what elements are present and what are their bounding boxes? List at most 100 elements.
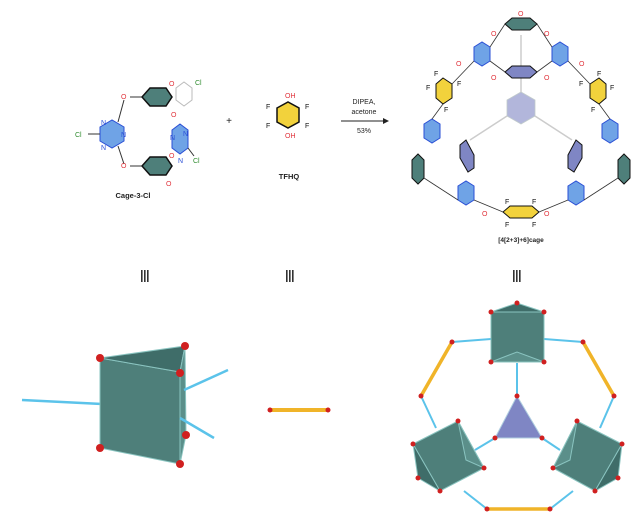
plus-sign: + [226,116,232,127]
connector-rod [420,395,437,429]
prism-model [21,342,229,468]
equivalence-middle [286,270,294,282]
triazine-ring [567,180,585,206]
atom-n: N [183,131,188,138]
benzene-ring-top [504,17,538,31]
atom-o: O [518,11,524,18]
atom-f: F [266,123,270,130]
triazine-ring-back [175,81,193,107]
atom-f: F [532,199,536,206]
atom-o: O [171,112,177,119]
equivalence-right [513,270,521,282]
benzene-ring [617,153,631,185]
product-cage-structure: O O O O O O O F F F F F F F F [411,11,631,229]
atom-o: O [544,211,550,218]
tfhq-ring-left [435,77,453,105]
triazine-ring-left [99,119,125,149]
hydroxyl-bottom: OH [285,133,296,140]
tfhq-structure: OH OH F F F F [266,93,309,140]
benzene-ring-top [140,87,173,107]
atom-f: F [266,104,270,111]
triazine-ring [457,180,475,206]
atom-cl: Cl [75,132,82,139]
atom-f: F [591,107,595,114]
condition-base: DIPEA, [353,99,376,106]
connector-rod [543,338,584,343]
atom-n: N [101,145,106,152]
product-label: [4[2+3]+6]cage [498,237,544,244]
vertex-node [182,431,190,439]
atom-f: F [426,85,430,92]
atom-o: O [544,31,550,38]
triazine-ring [551,41,569,67]
cage-3-cl-label: Cage-3-Cl [115,191,150,200]
vertex-node [96,354,104,362]
atom-f: F [444,107,448,114]
connector-rod [463,490,488,510]
benzene-ring-bottom [140,156,173,176]
connector-rod [183,368,229,392]
benzene-ring-inner [459,139,475,173]
vertex-nodes [410,300,625,512]
equivalence-left [141,270,149,282]
vertex-node [267,407,273,413]
atom-o: O [121,94,127,101]
benzene-ring-inner [567,139,583,173]
connector-rod [21,398,103,406]
atom-f: F [305,104,309,111]
benzene-ring [411,153,425,185]
atom-cl: Cl [195,80,202,87]
vertex-node [176,460,184,468]
atom-f: F [505,222,509,229]
central-ring [506,91,536,125]
connector-rod [541,437,561,451]
atom-n: N [101,120,106,127]
condition-solvent: acetone [352,109,377,116]
atom-o: O [579,61,585,68]
atom-f: F [305,123,309,130]
atom-f: F [610,85,614,92]
prism-front-face [99,357,181,465]
linker-rod [581,341,616,397]
atom-f: F [579,81,583,88]
atom-f: F [457,81,461,88]
atom-o: O [544,75,550,82]
cage-model [410,300,625,512]
vertex-node [96,444,104,452]
atom-o: O [169,81,175,88]
reaction-yield: 53% [357,128,371,135]
connector-rod [599,395,615,429]
atom-o: O [169,153,175,160]
connector-rod [179,416,215,440]
cage-3-cl-structure: N N N Cl O O O O O O Cl N N N Cl [75,80,202,188]
atom-f: F [434,71,438,78]
triazine-ring [423,118,441,144]
atom-o: O [166,181,172,188]
triazine-ring [601,118,619,144]
atom-f: F [597,71,601,78]
connector-rod [474,437,496,451]
atom-o: O [121,163,127,170]
vertex-node [176,369,184,377]
benzene-ring-inner [504,65,538,79]
atom-o: O [456,61,462,68]
connector-rod [549,490,574,510]
tfhq-ring-bottom [502,205,540,219]
rod-model [267,407,331,413]
atom-cl: Cl [193,158,200,165]
atom-f: F [505,199,509,206]
atom-n: N [121,132,126,139]
tfhq-ring-right [589,77,607,105]
atom-n: N [170,135,175,142]
arrow-head-icon [383,118,389,124]
tfhq-ring [276,101,300,129]
atom-o: O [482,211,488,218]
linker-rod [419,341,454,397]
central-triangle [494,394,543,439]
tfhq-label: TFHQ [279,172,300,181]
vertex-node [181,342,189,350]
atom-o: O [491,31,497,38]
atom-n: N [178,158,183,165]
atom-f: F [532,222,536,229]
